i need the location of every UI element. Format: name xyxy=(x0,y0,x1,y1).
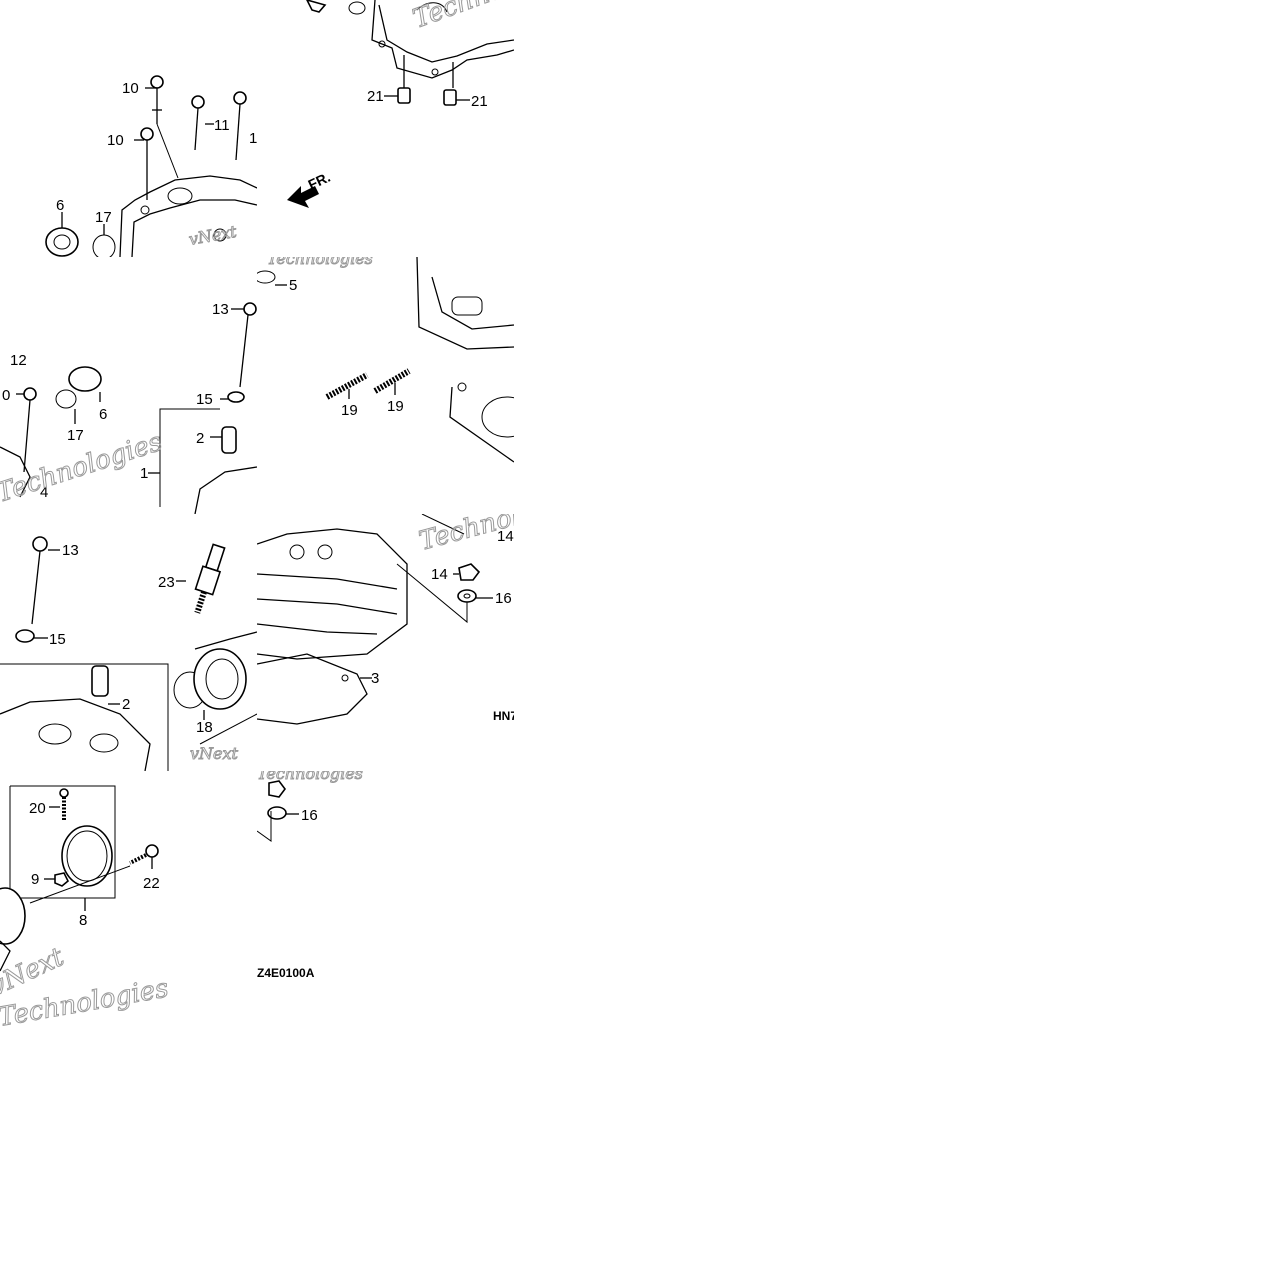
watermark-technologies-4: Technologies xyxy=(416,514,514,557)
watermark-vnext: vNext xyxy=(187,222,238,249)
callout-18: 18 xyxy=(196,719,213,736)
callout-22: 22 xyxy=(143,875,160,892)
diagram-code-hn7: HN7 xyxy=(493,709,514,723)
callout-9: 9 xyxy=(31,871,39,888)
callout-23: 23 xyxy=(158,574,175,591)
callout-21a: 21 xyxy=(367,88,384,105)
diagram-code-z4e0100a: Z4E0100A xyxy=(257,966,315,980)
diagram-tile-insulator: 20 9 22 8 vNext Technologies xyxy=(0,771,257,1028)
diagram-tile-head-bolts: 10 10 11 1 6 17 vNext xyxy=(0,0,257,257)
callout-10a: 10 xyxy=(122,80,139,97)
diagram-tile-direction: FR. xyxy=(257,130,514,257)
callout-1b: 1 xyxy=(140,465,148,482)
callout-6: 6 xyxy=(56,197,64,214)
callout-19b: 19 xyxy=(387,398,404,415)
callout-20: 20 xyxy=(29,800,46,817)
diagram-tile-studs-right: 5 19 19 Technologies xyxy=(257,257,514,514)
callout-11: 11 xyxy=(214,117,230,134)
callout-16b: 16 xyxy=(301,807,318,824)
diagram-tile-washer: 16 Z4E0100A Technologies xyxy=(257,771,514,1028)
diagram-tile-studs: 12 0 17 6 4 13 15 2 1 Technologies xyxy=(0,257,257,514)
callout-17b: 17 xyxy=(67,427,84,444)
callout-15b: 15 xyxy=(49,631,66,648)
callout-2b: 2 xyxy=(122,696,130,713)
callout-19a: 19 xyxy=(341,402,358,419)
callout-0: 0 xyxy=(2,387,10,404)
callout-15: 15 xyxy=(196,391,213,408)
front-direction-label: FR. xyxy=(306,169,333,193)
callout-2: 2 xyxy=(196,430,204,447)
callout-6b: 6 xyxy=(99,406,107,423)
callout-8: 8 xyxy=(79,912,87,929)
diagram-tile-plug: 13 15 23 2 18 xyxy=(0,514,257,771)
callout-10b: 10 xyxy=(107,132,124,149)
callout-1: 1 xyxy=(249,130,257,147)
watermark-vnext-2: vNext xyxy=(190,744,239,763)
watermark-technologies: Technologies xyxy=(409,0,514,35)
callout-12: 12 xyxy=(10,352,27,369)
callout-17: 17 xyxy=(95,209,112,226)
diagram-tile-cylinder: 3 14 14 16 HN7 Technologies xyxy=(257,514,514,771)
watermark-technologies-3: Technologies xyxy=(267,257,373,268)
watermark-technologies-6: Technologies xyxy=(257,771,363,783)
callout-13: 13 xyxy=(212,301,229,318)
callout-21b: 21 xyxy=(471,93,488,110)
callout-3: 3 xyxy=(371,670,379,687)
callout-4: 4 xyxy=(40,484,48,501)
callout-16: 16 xyxy=(495,590,512,607)
callout-14: 14 xyxy=(431,566,448,583)
callout-13b: 13 xyxy=(62,542,79,559)
callout-14-top: 14 xyxy=(497,528,514,545)
callout-5: 5 xyxy=(289,277,297,294)
